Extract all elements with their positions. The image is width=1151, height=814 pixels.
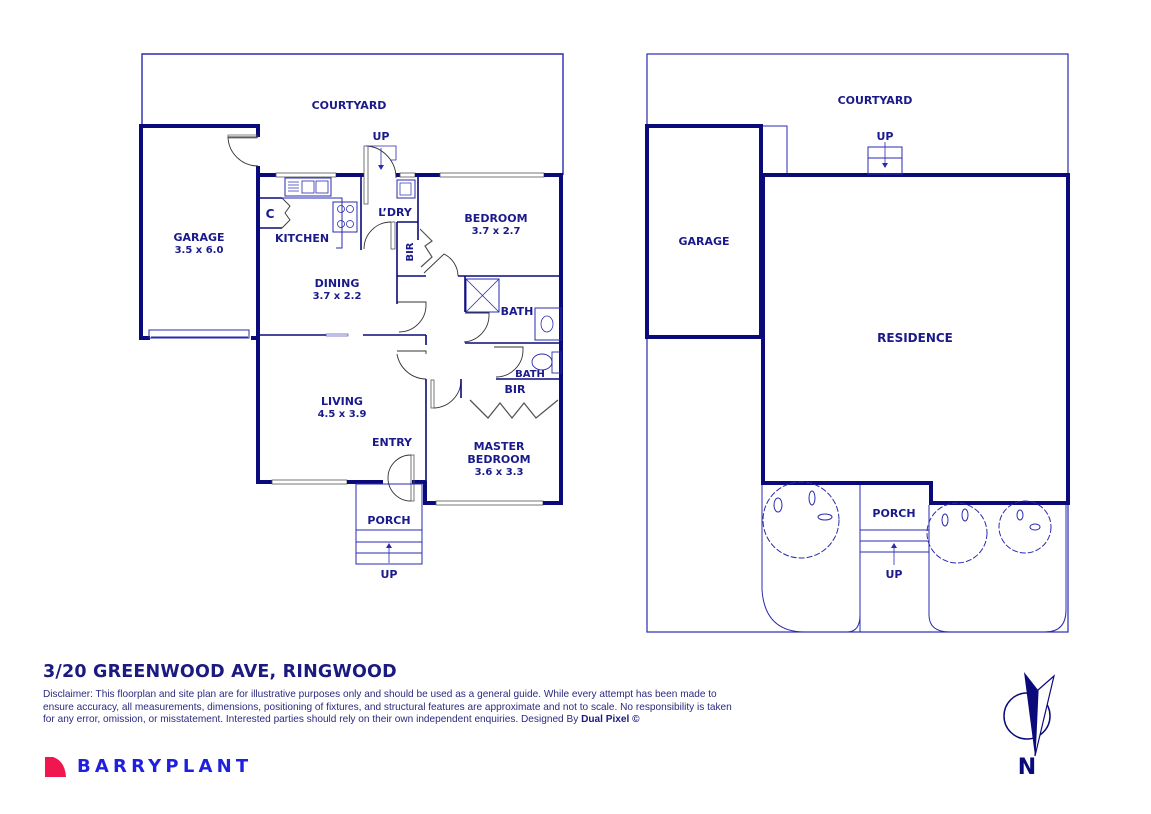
- vanity: [534, 307, 562, 341]
- courtyard-boundary: [141, 53, 564, 175]
- label-up: UP: [373, 130, 390, 143]
- dims-bedroom: 3.7 x 2.7: [472, 226, 521, 237]
- label-laundry: L’DRY: [378, 206, 413, 219]
- label-site-garage: GARAGE: [678, 235, 729, 248]
- north-compass-icon: N: [1003, 672, 1056, 780]
- shower: [465, 278, 500, 313]
- logo-mark-icon: [45, 756, 66, 777]
- porch: [355, 483, 423, 565]
- kitchen-sink: [284, 177, 332, 197]
- site-boundary: [646, 53, 1069, 633]
- window: [275, 172, 337, 178]
- label-site-up: UP: [877, 130, 894, 143]
- label-bath-2: BATH: [515, 369, 545, 380]
- designer-credit: Dual Pixel ©: [581, 714, 640, 726]
- label-dining: DINING: [315, 277, 360, 290]
- tree-icon: [762, 481, 840, 559]
- label-entry: ENTRY: [372, 436, 413, 449]
- site-plan: COURTYARD UP GARAGE RESIDENCE PORCH UP: [645, 53, 1070, 633]
- label-garage: GARAGE: [173, 231, 224, 244]
- label-living: LIVING: [321, 395, 363, 408]
- cooktop: [332, 201, 358, 233]
- label-site-porch: PORCH: [872, 507, 915, 520]
- dims-master: 3.6 x 3.3: [475, 467, 524, 478]
- site-garage: [645, 124, 763, 339]
- tree-icon: [926, 502, 988, 564]
- label-courtyard: COURTYARD: [312, 99, 387, 112]
- label-bath: BATH: [501, 305, 534, 318]
- label-porch: PORCH: [367, 514, 410, 527]
- dims-garage: 3.5 x 6.0: [175, 245, 224, 256]
- tree-icon: [998, 500, 1052, 554]
- label-bir: BIR: [405, 242, 416, 261]
- label-site-courtyard: COURTYARD: [838, 94, 913, 107]
- label-site-residence: RESIDENCE: [877, 331, 953, 345]
- disclaimer: Disclaimer: This floorplan and site plan…: [43, 689, 733, 727]
- label-kitchen: KITCHEN: [275, 232, 329, 245]
- window: [435, 500, 544, 506]
- laundry-tub: [396, 179, 416, 199]
- brand-logo: BARRYPLANT: [45, 756, 252, 777]
- dims-living: 4.5 x 3.9: [318, 409, 367, 420]
- garage-door: [148, 329, 250, 339]
- label-bir-2: BIR: [505, 383, 526, 396]
- label-bedroom: BEDROOM: [464, 212, 527, 225]
- garage-wall: [141, 124, 260, 137]
- label-site-up-bottom: UP: [886, 568, 903, 581]
- label-master-bedroom: BEDROOM: [467, 453, 530, 466]
- disclaimer-text: Disclaimer: This floorplan and site plan…: [43, 689, 732, 726]
- door-swing: [227, 136, 259, 167]
- floor-plan: COURTYARD UP GARAGE 3.5 x 6.0 C KITCHEN …: [139, 53, 564, 581]
- property-address: 3/20 GREENWOOD AVE, RINGWOOD: [43, 662, 397, 682]
- window: [439, 172, 545, 178]
- window: [271, 479, 348, 485]
- brand-name: BARRYPLANT: [77, 756, 253, 777]
- compass-north-label: N: [1018, 755, 1036, 780]
- toilet: [531, 353, 553, 371]
- site-residence: [761, 173, 1070, 505]
- label-cupboard: C: [266, 207, 275, 221]
- label-up-bottom: UP: [381, 568, 398, 581]
- dims-dining: 3.7 x 2.2: [313, 291, 362, 302]
- label-master: MASTER: [474, 440, 525, 453]
